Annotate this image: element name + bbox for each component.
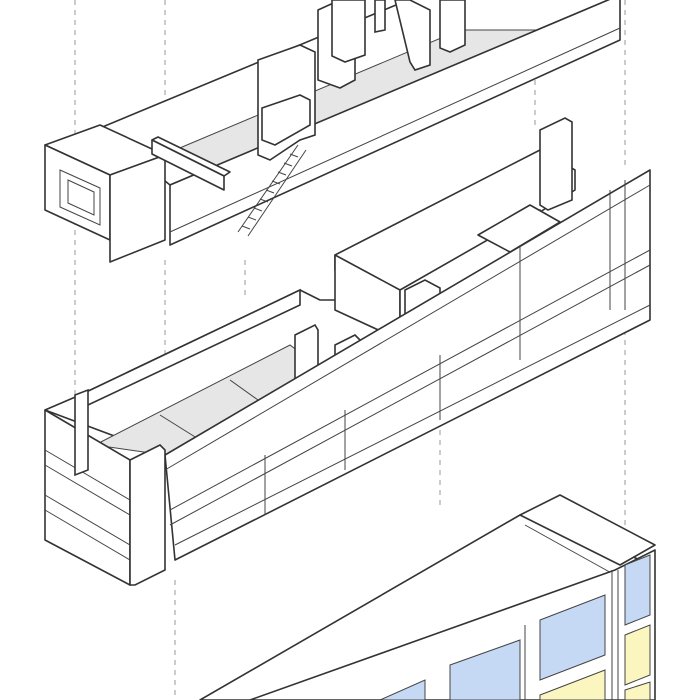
facade-panels [379,554,651,700]
ground-roof-parapet [519,494,656,566]
ground-facade-level [199,494,656,700]
upper-end-block-front [109,154,166,263]
middle-floor-level [44,117,651,586]
middle-column [539,117,573,211]
staircase [237,144,307,237]
upper-floor-level [44,0,621,263]
upper-front-edge [169,0,621,246]
upper-partition-walls [257,0,466,161]
